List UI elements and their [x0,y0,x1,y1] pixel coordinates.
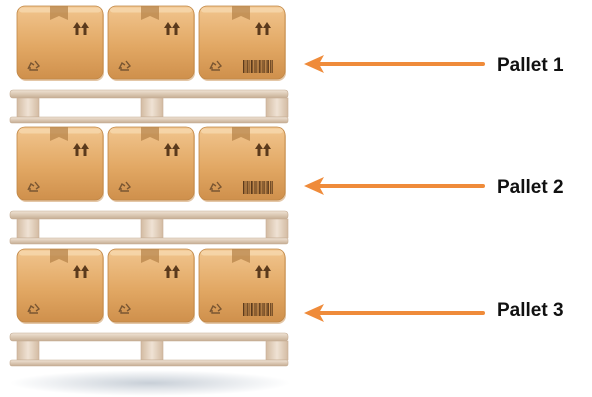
box [108,6,195,81]
box [199,6,286,81]
pallet-top-board [10,211,288,219]
arrow-pallet-1 [304,55,483,73]
pallet-top-board [10,333,288,341]
pallet-label-3: Pallet 3 [497,300,564,322]
arrow-pallet-3 [304,304,483,322]
pallet-bottom-board [10,238,288,244]
pallet-1 [10,6,288,123]
box [108,127,195,202]
pallet-block [141,341,163,360]
pallets-group [10,6,483,396]
box [199,127,286,202]
pallet-block [266,341,288,360]
pallet-block [266,98,288,117]
pallet-top-board [10,90,288,98]
box [199,249,286,324]
pallet-block [266,219,288,238]
barcode-icon [243,303,273,316]
arrow-pallet-2 [304,177,483,195]
pallet-label-1: Pallet 1 [497,55,564,77]
box [108,249,195,324]
floor-shadow [10,370,290,396]
pallet-block [141,98,163,117]
pallet-block [17,98,39,117]
pallet-2 [10,127,288,244]
pallet-block [17,341,39,360]
pallet-bottom-board [10,117,288,123]
pallet-block [17,219,39,238]
pallet-label-2: Pallet 2 [497,177,564,199]
pallet-block [141,219,163,238]
box [17,249,104,324]
box [17,127,104,202]
barcode-icon [243,60,273,73]
pallet-3 [10,249,288,366]
box [17,6,104,81]
pallet-bottom-board [10,360,288,366]
barcode-icon [243,181,273,194]
